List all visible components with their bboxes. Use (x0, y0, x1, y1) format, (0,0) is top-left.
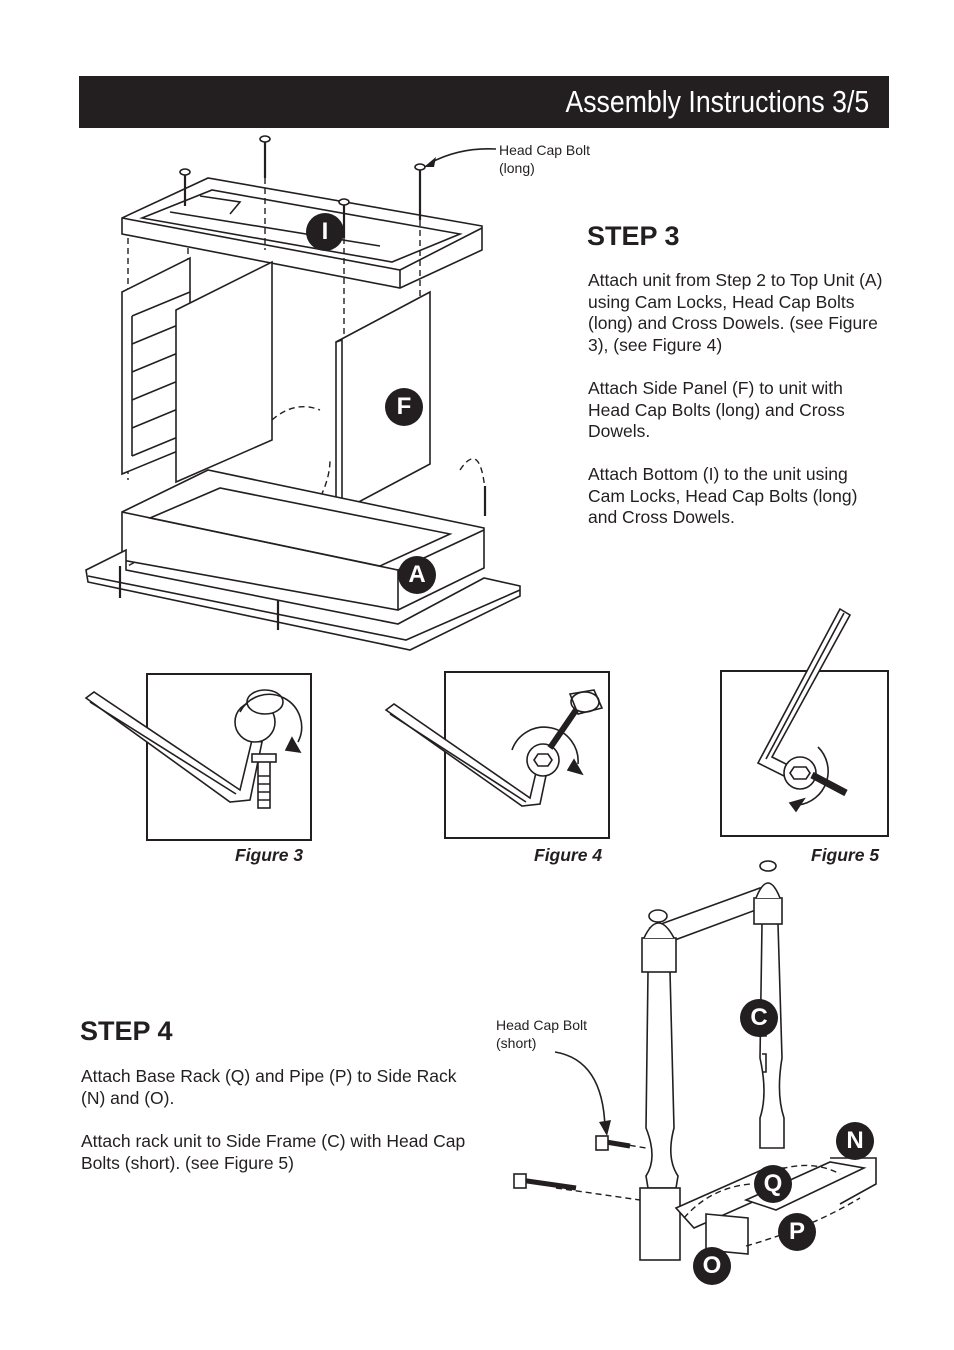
step3-paragraph-2: Attach Side Panel (F) to unit with Head … (588, 378, 845, 441)
callout-head-cap-bolt-long: Head Cap Bolt(long) (499, 142, 591, 176)
figure-5-caption: Figure 5 (811, 845, 880, 865)
part-label-n: N (836, 1122, 874, 1160)
step4-rack-diagram (513, 860, 877, 1261)
part-label-f: F (385, 388, 423, 426)
figure-4-allen-key-cam-lock (384, 689, 604, 807)
step3-paragraph-3: Attach Bottom (I) to the unit using Cam … (588, 464, 858, 527)
figure-4-caption: Figure 4 (534, 845, 603, 865)
part-label-o: O (693, 1247, 731, 1285)
figure-3-caption: Figure 3 (235, 845, 304, 865)
step3-exploded-diagram (85, 135, 521, 651)
part-label-i: I (306, 213, 344, 251)
part-label-q: Q (754, 1165, 792, 1203)
step3-heading: STEP 3 (587, 221, 680, 251)
header-bar: Assembly Instructions 3/5 (79, 76, 889, 128)
part-label-c: C (740, 999, 778, 1037)
callout-arrow-long (424, 147, 497, 167)
callout-head-cap-bolt-short: Head Cap Bolt(short) (496, 1017, 588, 1051)
part-label-a: A (398, 556, 436, 594)
figure-3-allen-key-cam-lock (84, 689, 303, 809)
callout-arrow-short (554, 1051, 611, 1136)
figure-5-allen-key-bolt (756, 607, 852, 813)
part-label-p: P (778, 1213, 816, 1251)
step4-paragraph-1: Attach Base Rack (Q) and Pipe (P) to Sid… (81, 1066, 457, 1108)
step4-heading: STEP 4 (80, 1016, 173, 1046)
step4-paragraph-2: Attach rack unit to Side Frame (C) with … (81, 1131, 466, 1173)
page-title: Assembly Instructions 3/5 (565, 84, 869, 119)
step3-paragraph-1: Attach unit from Step 2 to Top Unit (A) … (588, 270, 883, 355)
